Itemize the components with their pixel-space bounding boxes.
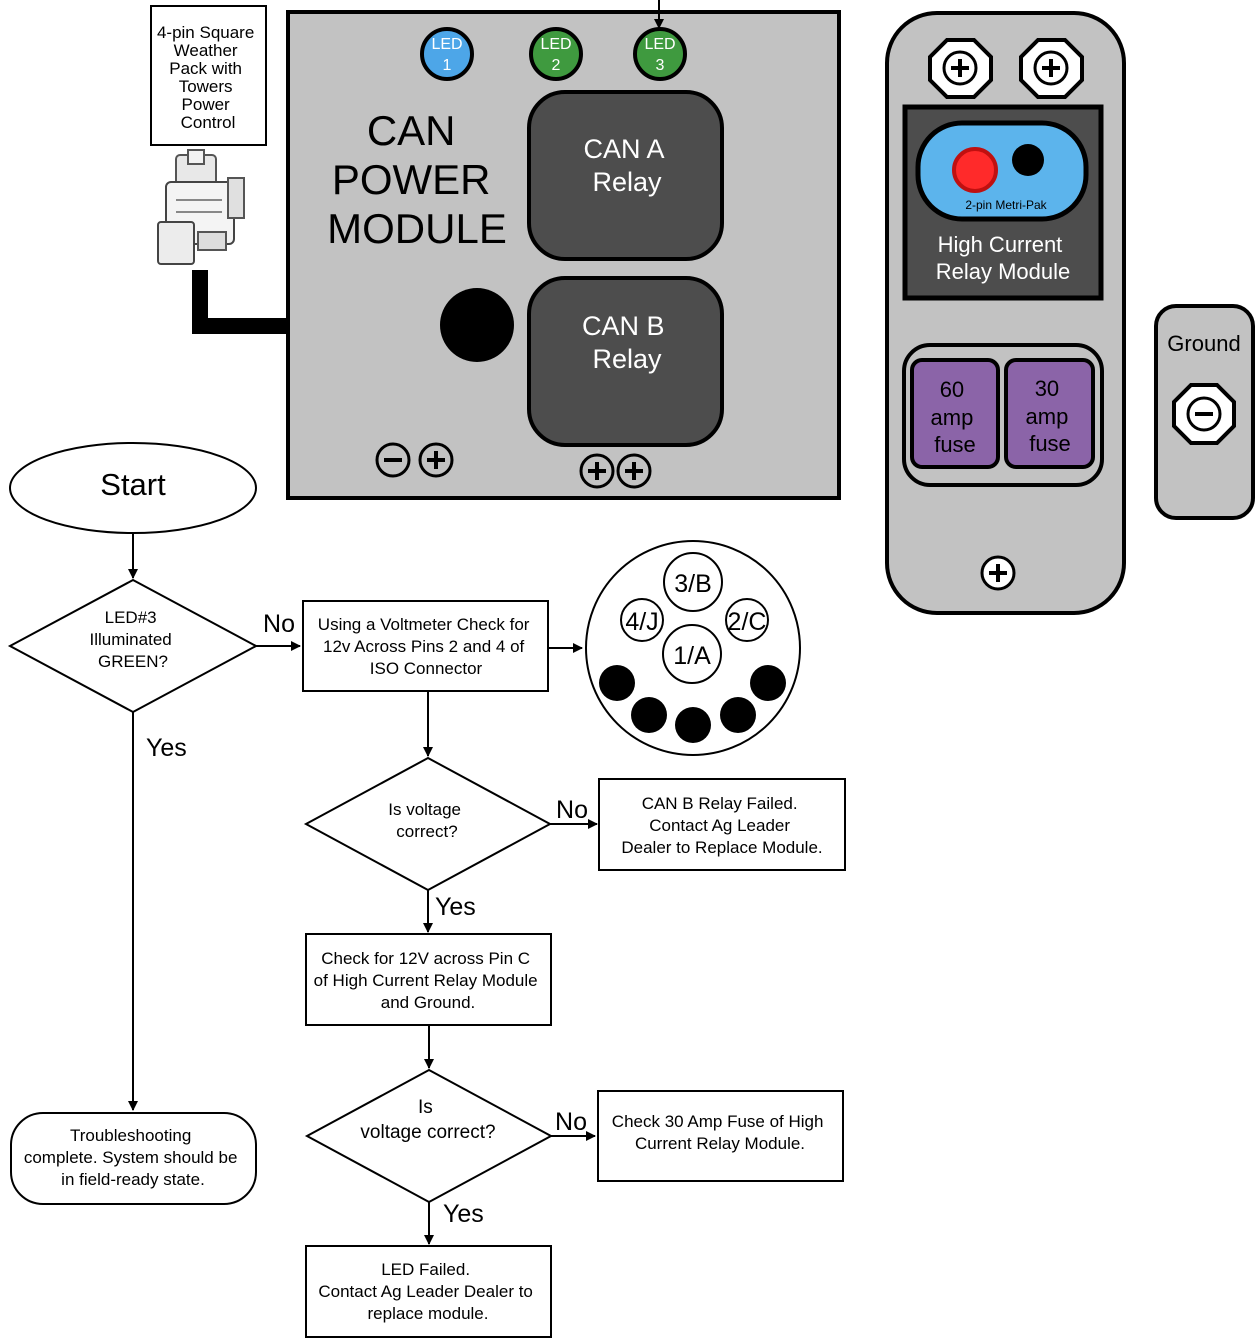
plus-terminal-icon xyxy=(616,453,652,489)
step-check-iso-label: Using a Voltmeter Check for 12v Across P… xyxy=(318,615,534,678)
led-3-number: 3 xyxy=(656,57,665,74)
connector-label: 4-pin Square Weather Pack with Towers Po… xyxy=(157,23,259,132)
result-led-failed-label: LED Failed. Contact Ag Leader Dealer to … xyxy=(318,1260,537,1323)
iso-pin-1a-label: 1/A xyxy=(673,642,711,670)
iso-pin-solid xyxy=(631,697,667,733)
fuse-30-label: 30 amp fuse xyxy=(1026,376,1075,456)
step-check-pin-c: Check for 12V across Pin C of High Curre… xyxy=(305,933,552,1026)
decision-voltage-correct-1: Is voltage correct? xyxy=(303,756,553,892)
start-node: Start xyxy=(9,442,257,534)
iso-pin-1a: 1/A xyxy=(662,624,722,684)
can-a-relay-label: CAN A Relay xyxy=(583,134,670,197)
can-power-module: LED 1 LED 2 LED 3 CAN POWER MODULE CAN A… xyxy=(286,0,841,500)
can-a-relay: CAN A Relay xyxy=(527,90,724,261)
decision-voltage-correct-2: Is voltage correct? xyxy=(304,1068,554,1204)
hcrm-plus-terminal-icon xyxy=(980,555,1016,591)
start-label: Start xyxy=(100,467,166,502)
fuse-30-amp: 30 amp fuse xyxy=(1004,358,1095,469)
plus-terminal-icon xyxy=(579,453,615,489)
connector-plug-icon xyxy=(157,149,245,265)
iso-connector-diagram: 3/B 4/J 2/C 1/A xyxy=(585,540,801,756)
ground-minus-stud-icon xyxy=(1172,383,1236,445)
plus-terminal-icon xyxy=(418,442,454,478)
result-led-failed: LED Failed. Contact Ag Leader Dealer to … xyxy=(305,1245,552,1338)
iso-pin-4j-label: 4/J xyxy=(625,608,658,636)
metri-pak-pin-red xyxy=(952,147,998,193)
metri-pak-label: 2-pin Metri-Pak xyxy=(965,198,1047,212)
hcrm-module-label: High Current Relay Module xyxy=(936,232,1071,284)
iso-pin-solid xyxy=(720,697,756,733)
step-check-fuse-label: Check 30 Amp Fuse of High Current Relay … xyxy=(612,1112,828,1153)
led-2-lamp xyxy=(529,27,583,81)
led-2-label: LED xyxy=(540,36,571,53)
no-label: No xyxy=(555,1108,587,1136)
connector-label-box xyxy=(150,5,267,146)
ground-block: Ground xyxy=(1154,304,1255,520)
led-3-label: LED xyxy=(644,36,675,53)
hcrm-stud-plus-icon xyxy=(928,38,993,99)
step-check-30-amp-fuse: Check 30 Amp Fuse of High Current Relay … xyxy=(597,1090,844,1182)
iso-pin-solid xyxy=(750,665,786,701)
iso-pin-2c: 2/C xyxy=(725,598,769,642)
metri-pak-shell xyxy=(915,120,1089,222)
led-2: LED 2 xyxy=(529,27,583,81)
step-check-pin-c-label: Check for 12V across Pin C of High Curre… xyxy=(314,949,543,1012)
no-label: No xyxy=(556,796,588,824)
iso-pin-3b: 3/B xyxy=(663,552,723,612)
fuse-60-body xyxy=(910,358,1000,469)
hcrm-stud-plus-icon xyxy=(1019,38,1084,99)
can-module-power-terminals xyxy=(375,442,652,489)
connector-port xyxy=(440,288,514,362)
decision-led3-label: LED#3 Illuminated GREEN? xyxy=(90,608,177,671)
result-can-b-relay-failed: CAN B Relay Failed. Contact Ag Leader De… xyxy=(598,778,846,871)
ground-label: Ground xyxy=(1167,331,1240,356)
led-1-lamp xyxy=(420,27,474,81)
iso-pin-2c-label: 2/C xyxy=(728,608,767,636)
led-2-number: 2 xyxy=(552,57,561,74)
iso-pin-3b-label: 3/B xyxy=(674,570,712,598)
led-1-label: LED xyxy=(431,36,462,53)
decision-voltage-2-label: Is voltage correct? xyxy=(360,1097,495,1143)
decision-led3-green: LED#3 Illuminated GREEN? xyxy=(7,578,259,714)
decision-voltage-1-label: Is voltage correct? xyxy=(388,800,466,841)
led-3: LED 3 xyxy=(633,27,687,81)
result-can-b-relay-failed-label: CAN B Relay Failed. Contact Ag Leader De… xyxy=(621,794,822,857)
step-check-iso-voltage: Using a Voltmeter Check for 12v Across P… xyxy=(302,600,549,692)
yes-label: Yes xyxy=(435,893,476,921)
metri-pak-connector: 2-pin Metri-Pak xyxy=(915,120,1089,222)
can-module-title: CAN POWER MODULE xyxy=(327,107,507,252)
weather-pack-connector: 4-pin Square Weather Pack with Towers Po… xyxy=(150,5,470,334)
hcrm-body xyxy=(885,11,1126,615)
fuse-60-label: 60 amp fuse xyxy=(931,377,980,457)
high-current-relay-module: 2-pin Metri-Pak High Current Relay Modul… xyxy=(885,11,1126,615)
iso-pin-solid xyxy=(599,665,635,701)
led-3-lamp xyxy=(633,27,687,81)
metri-pak-pin-black xyxy=(1012,144,1044,176)
no-label: No xyxy=(263,610,295,638)
iso-pin-4j: 4/J xyxy=(620,598,664,642)
iso-pin-solid xyxy=(675,707,711,743)
can-b-relay-label: CAN B Relay xyxy=(582,311,672,374)
end-troubleshooting-complete: Troubleshooting complete. System should … xyxy=(10,1112,257,1205)
flowchart: Start LED#3 Illuminated GREEN? No Yes Us… xyxy=(7,442,846,1338)
fuse-60-amp: 60 amp fuse xyxy=(910,358,1000,469)
yes-label: Yes xyxy=(146,734,187,762)
end-troubleshooting-label: Troubleshooting complete. System should … xyxy=(24,1126,242,1189)
led-1-number: 1 xyxy=(443,57,452,74)
minus-terminal-icon xyxy=(375,442,411,478)
yes-label: Yes xyxy=(443,1200,484,1228)
led-1: LED 1 xyxy=(420,27,474,81)
can-b-relay: CAN B Relay xyxy=(527,276,724,447)
fuse-30-body xyxy=(1004,358,1095,469)
